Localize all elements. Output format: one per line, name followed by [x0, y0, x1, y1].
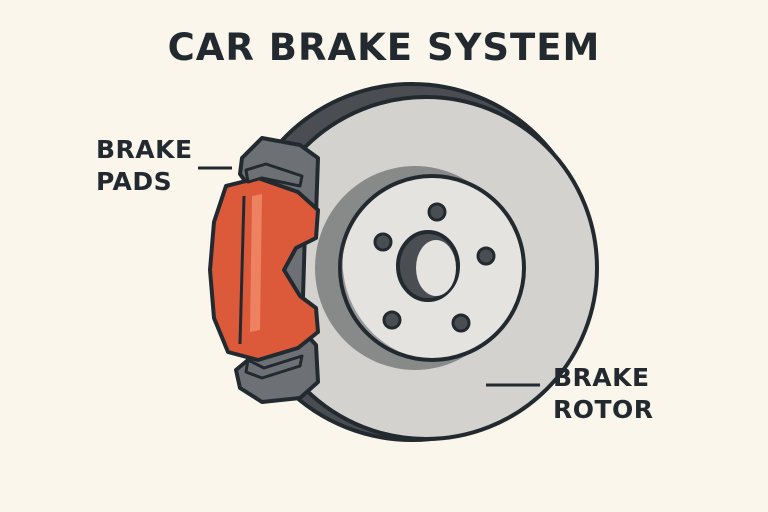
lug-hole — [427, 202, 447, 222]
pad-backing-line — [238, 195, 246, 345]
caliper-lip — [244, 162, 304, 188]
brake-pads-label-line: PADS — [96, 167, 173, 196]
brake-pads-label: BRAKE PADS — [96, 134, 193, 198]
brake-rotor-label: BRAKE ROTOR — [553, 362, 654, 426]
pad-highlight — [250, 194, 262, 332]
brake-rotor — [232, 82, 599, 442]
brake-caliper — [208, 136, 320, 404]
lug-hole — [476, 246, 496, 266]
brake-pads-label-line: BRAKE — [96, 135, 193, 164]
brake-pad — [208, 176, 320, 362]
lug-hole — [373, 232, 393, 252]
caliper-lip — [244, 354, 304, 380]
lug-hole — [382, 310, 402, 330]
brake-rotor-label-line: ROTOR — [553, 395, 654, 424]
brake-rotor-label-line: BRAKE — [553, 363, 650, 392]
center-bore-inner — [416, 240, 456, 296]
diagram-title: CAR BRAKE SYSTEM — [167, 26, 601, 69]
lug-hole — [451, 313, 471, 333]
